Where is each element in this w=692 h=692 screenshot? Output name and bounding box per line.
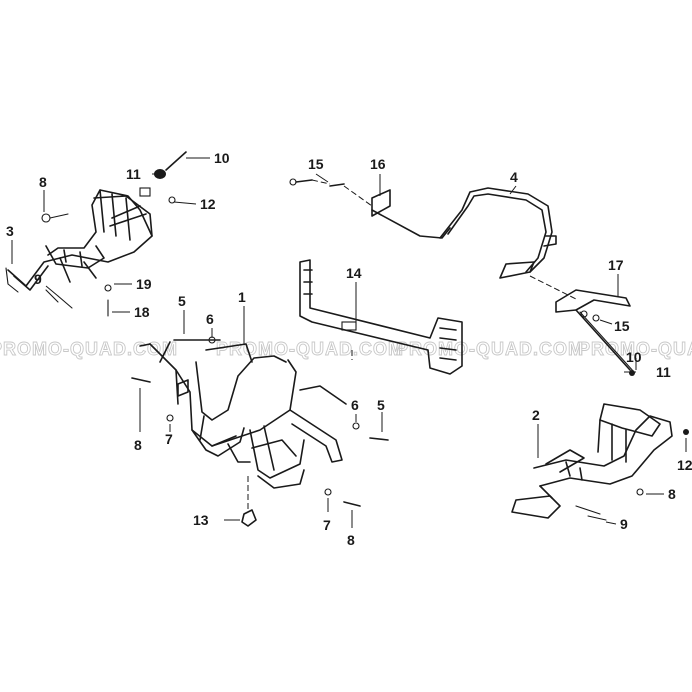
- callout-7-left: 7: [165, 431, 173, 447]
- callout-15-right: 15: [614, 318, 630, 334]
- callout-labels: 10 11 12 8 3 9 19 18 15 16 4 14 17 15 5 …: [6, 150, 692, 548]
- front-rack: [5, 189, 153, 293]
- callout-10: 10: [214, 150, 230, 166]
- callout-11-right: 11: [656, 364, 671, 380]
- callout-14: 14: [346, 265, 362, 281]
- callout-15: 15: [308, 156, 324, 172]
- frame-hardware: [131, 336, 389, 527]
- callout-9-right: 9: [620, 516, 628, 532]
- callout-8-bottom: 8: [347, 532, 355, 548]
- rear-hardware: [289, 178, 579, 301]
- callout-1: 1: [238, 289, 246, 305]
- main-frame: [139, 339, 347, 489]
- callout-12-right: 12: [677, 457, 692, 473]
- callout-8: 8: [39, 174, 47, 190]
- callout-16: 16: [370, 156, 386, 172]
- watermark-text-1: PROMO-QUAD.COM: [0, 339, 178, 359]
- bracket-17: [555, 289, 631, 322]
- leader-lines: [11, 157, 687, 528]
- callout-11: 11: [126, 166, 141, 182]
- watermark-text-2: PROMO-QUAD.COM: [216, 339, 404, 359]
- callout-6: 6: [206, 311, 214, 327]
- rear-bumper-rail: [371, 187, 557, 279]
- callout-6-right: 6: [351, 397, 359, 413]
- front-rack-hardware: [41, 151, 187, 317]
- rear-rack: [511, 403, 689, 521]
- callout-18: 18: [134, 304, 150, 320]
- callout-3: 3: [6, 223, 14, 239]
- callout-7-bottom: 7: [323, 517, 331, 533]
- callout-5-right: 5: [377, 397, 385, 413]
- callout-4: 4: [510, 169, 518, 185]
- callout-13: 13: [193, 512, 209, 528]
- callout-2: 2: [532, 407, 540, 423]
- callout-9: 9: [34, 271, 42, 287]
- callout-8-left: 8: [134, 437, 142, 453]
- callout-12: 12: [200, 196, 216, 212]
- callout-10-right: 10: [626, 349, 642, 365]
- callout-8-right: 8: [668, 486, 676, 502]
- watermark-text-3: PROMO-QUAD.COM: [396, 339, 584, 359]
- callout-17: 17: [608, 257, 624, 273]
- callout-5: 5: [178, 293, 186, 309]
- watermark: PROMO-QUAD.COM PROMO-QUAD.COM PROMO-QUAD…: [0, 339, 692, 360]
- callout-19: 19: [136, 276, 152, 292]
- mudflap-support: [299, 259, 463, 375]
